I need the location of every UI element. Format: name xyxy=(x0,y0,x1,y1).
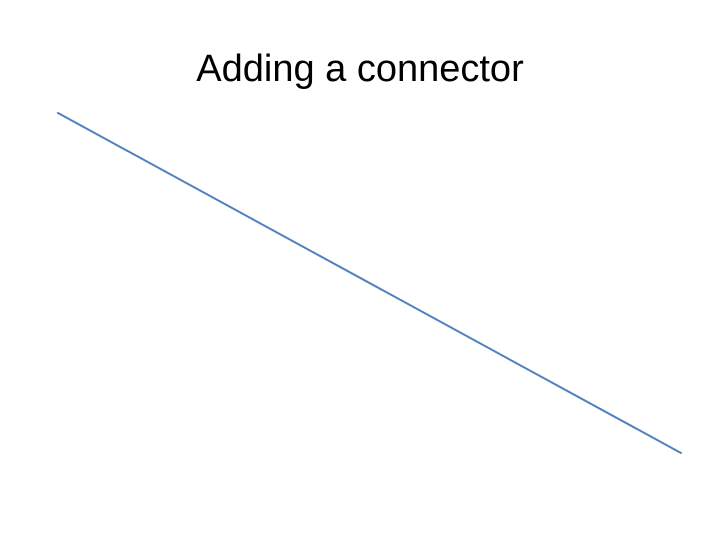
slide-title: Adding a connector xyxy=(196,48,524,90)
connector-line[interactable] xyxy=(57,112,682,454)
